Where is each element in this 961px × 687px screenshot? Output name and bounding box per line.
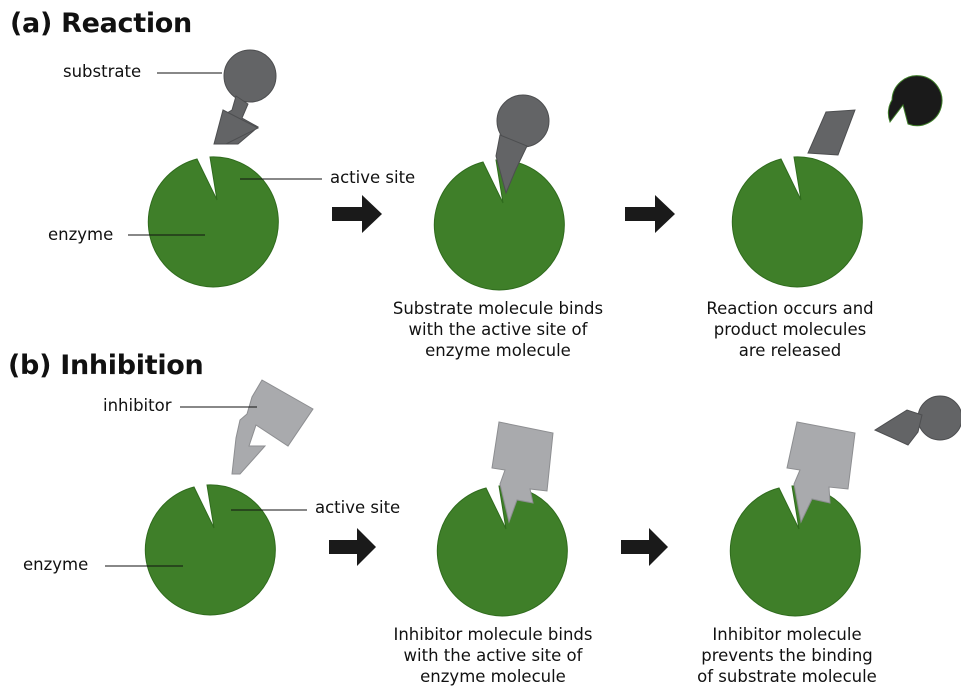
- a-product-fragment: [807, 109, 856, 156]
- a-enzyme-after: [731, 156, 863, 288]
- b-substrate-blocked: [873, 395, 961, 446]
- a-arrow-2: [625, 195, 675, 233]
- section-a-heading: (a) Reaction: [10, 8, 192, 39]
- b-blocked-group: [729, 395, 961, 617]
- b-inhibitor-free: [231, 379, 314, 475]
- a-caption-bound: Substrate molecule binds with the active…: [378, 298, 618, 361]
- b-caption-blocked-line-2: prevents the binding: [701, 646, 873, 665]
- a-caption-released-line-1: Reaction occurs and: [706, 299, 874, 318]
- a-caption-released-line-3: are released: [738, 341, 842, 360]
- b-label-enzyme: enzyme: [23, 555, 89, 574]
- a-caption-bound-line-2: with the active site of: [408, 320, 588, 339]
- a-caption-bound-line-3: enzyme molecule: [425, 341, 571, 360]
- a-enzyme-bound: [433, 159, 565, 291]
- b-inhibitor-bound: [491, 421, 554, 524]
- a-substrate-free: [213, 49, 277, 145]
- b-enzyme-free: [144, 484, 276, 616]
- b-caption-bound-line-2: with the active site of: [403, 646, 583, 665]
- b-arrow-2: [621, 528, 668, 566]
- b-bound-group: [436, 421, 568, 617]
- b-enzyme-blocked: [729, 485, 861, 617]
- section-b-heading: (b) Inhibition: [8, 350, 204, 381]
- a-label-substrate: substrate: [63, 62, 142, 81]
- a-caption-bound-line-1: Substrate molecule binds: [392, 299, 604, 318]
- a-bound-group: [433, 94, 565, 291]
- b-label-active-site: active site: [315, 498, 401, 517]
- a-substrate-bound: [495, 94, 550, 195]
- a-product-round: [887, 75, 943, 127]
- b-caption-bound-line-1: Inhibitor molecule binds: [393, 625, 593, 644]
- a-arrow-1: [332, 195, 382, 233]
- b-caption-blocked-line-1: Inhibitor molecule: [712, 625, 862, 644]
- a-caption-released-line-2: product molecules: [713, 320, 867, 339]
- b-caption-blocked-line-3: of substrate molecule: [697, 667, 877, 686]
- b-caption-bound-line-3: enzyme molecule: [420, 667, 566, 686]
- a-released-group: [731, 75, 943, 288]
- a-label-enzyme: enzyme: [48, 225, 114, 244]
- b-arrow-1: [329, 528, 376, 566]
- a-caption-released: Reaction occurs and product molecules ar…: [670, 298, 910, 361]
- a-enzyme-free: [147, 156, 279, 288]
- b-enzyme-bound: [436, 485, 568, 617]
- b-initial-group: [144, 379, 314, 616]
- b-inhibitor-blocked: [786, 421, 856, 524]
- b-label-inhibitor: inhibitor: [103, 396, 172, 415]
- b-caption-bound: Inhibitor molecule binds with the active…: [373, 624, 613, 687]
- a-label-active-site: active site: [330, 168, 416, 187]
- b-caption-blocked: Inhibitor molecule prevents the binding …: [667, 624, 907, 687]
- a-initial-group: [147, 49, 279, 288]
